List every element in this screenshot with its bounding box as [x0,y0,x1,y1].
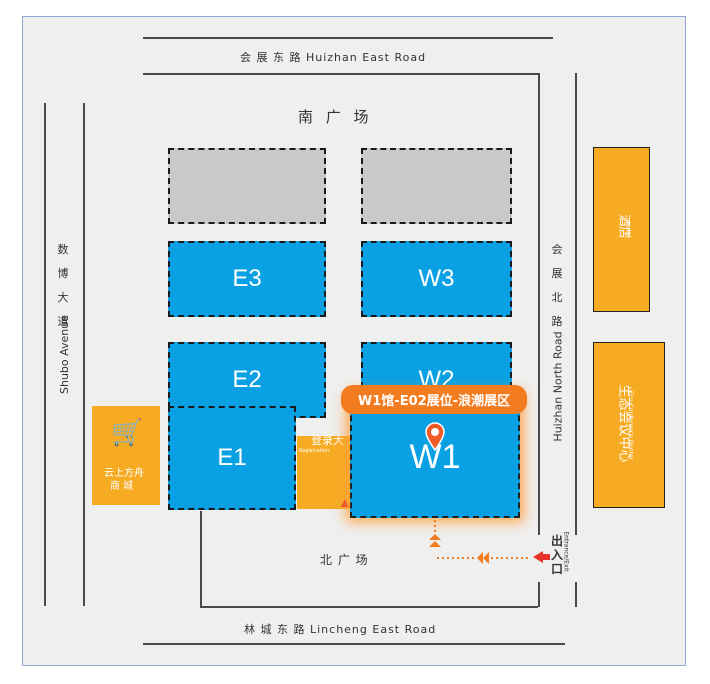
top-road-label: 会 展 东 路 Huizhan East Road [240,51,427,64]
right-road-en-label: Huizhan North Road [551,331,565,442]
ecology-center-en-label: Eco Conference Center [627,390,635,461]
left-road-en-label: Shubo Avenue [58,314,72,395]
top-road-line-inner [143,73,538,75]
left-road-cn-label: 数 博 大 道 [56,238,70,334]
bottom-road-line-outer [143,643,565,645]
hall-e3[interactable]: E3 [168,241,326,317]
right-road-char-3: 北 [551,291,563,304]
registration-arrow-icon [341,499,349,507]
registration-label: 登录大 [311,434,344,447]
right-road-line-inner [538,73,540,535]
mall-building [92,406,160,505]
hall-south-west-gray [168,148,326,224]
exhibit-location-callout: W1馆-E02展位-浪潮展区 [341,385,527,414]
entrance-arrow-tail [542,554,550,560]
left-road-line-outer [44,103,46,606]
walking-route [429,520,531,564]
mall-label-line1: 云上方舟 [104,468,144,479]
north-square-label: 北 广 场 [320,553,369,567]
left-road-line-inner [83,103,85,606]
mall-label-line2: 商 城 [110,481,134,492]
entrance-en-label: Entrance/Exit [562,531,570,572]
shopping-cart-icon: 🛒 [111,418,144,448]
left-road-char-4: 道 [57,315,69,328]
registration-en-label: Registration [299,448,330,454]
bottom-road-line-inner [200,606,538,608]
inner-road-left [200,511,202,607]
entrance-arrow-icon [533,551,543,563]
hall-w3[interactable]: W3 [361,241,512,317]
hotel-en-label: Hotel [624,221,632,238]
right-road-line-outer [575,73,577,535]
hall-e1[interactable]: E1 [168,406,296,510]
right-road-char-4: 路 [551,315,563,328]
registration-building [297,436,351,509]
left-road-char-3: 大 [57,291,69,304]
right-road-char-2: 展 [551,267,563,280]
ecology-center-building [593,342,665,508]
hotel-building [593,147,650,312]
left-road-char-2: 博 [57,267,69,280]
left-road-char-1: 数 [57,243,69,256]
hall-e2[interactable]: E2 [168,342,326,418]
top-road-line-outer [143,37,553,39]
right-road-cn-label: 会 展 北 路 [550,238,564,334]
hall-w1[interactable]: W1 [350,396,520,518]
bottom-road-label: 林 城 东 路 Lincheng East Road [244,623,437,636]
location-pin-icon [425,422,445,451]
entrance-cn-label: 出入口 [550,534,563,576]
right-road-char-1: 会 [551,243,563,256]
hall-south-east-gray [361,148,512,224]
right-road-line-outer-lower [575,582,577,607]
right-road-line-inner-lower [538,582,540,607]
south-square-label: 南 广 场 [298,108,373,126]
